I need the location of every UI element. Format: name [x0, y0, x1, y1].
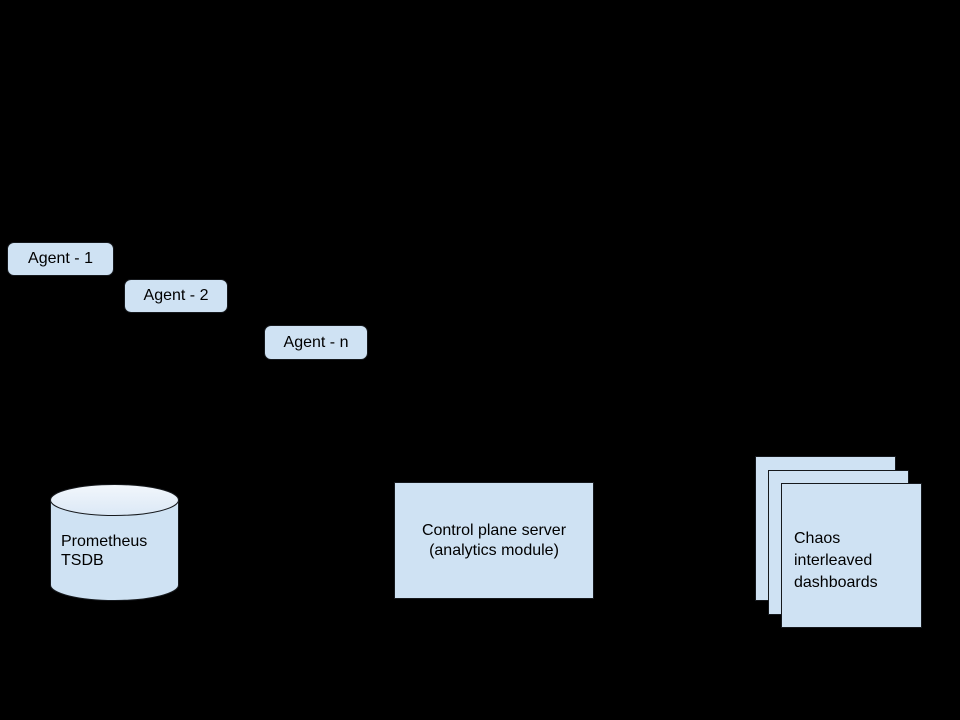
node-agent-n[interactable]: Agent - n — [264, 325, 368, 360]
node-agent-2[interactable]: Agent - 2 — [124, 279, 228, 313]
node-agent-1[interactable]: Agent - 1 — [7, 242, 114, 276]
node-chaos-interleaved-dashboards[interactable]: Chaos interleaved dashboards — [755, 456, 922, 628]
control-plane-line-1: Control plane server — [421, 521, 567, 539]
dashboard-card-front[interactable]: Chaos interleaved dashboards — [781, 483, 922, 628]
node-agent-n-label: Agent - n — [283, 333, 349, 351]
node-control-plane-server[interactable]: Control plane server (analytics module) — [394, 482, 594, 599]
control-plane-line-2: (analytics module) — [429, 541, 559, 559]
node-prometheus-tsdb[interactable]: Prometheus TSDB — [50, 484, 179, 601]
arrow-shaft — [735, 536, 757, 537]
node-agent-1-label: Agent - 1 — [28, 250, 93, 268]
node-chaos-interleaved-dashboards-label: Chaos interleaved dashboards — [794, 530, 878, 591]
node-agent-2-label: Agent - 2 — [143, 287, 209, 305]
cylinder-shape — [50, 484, 179, 601]
